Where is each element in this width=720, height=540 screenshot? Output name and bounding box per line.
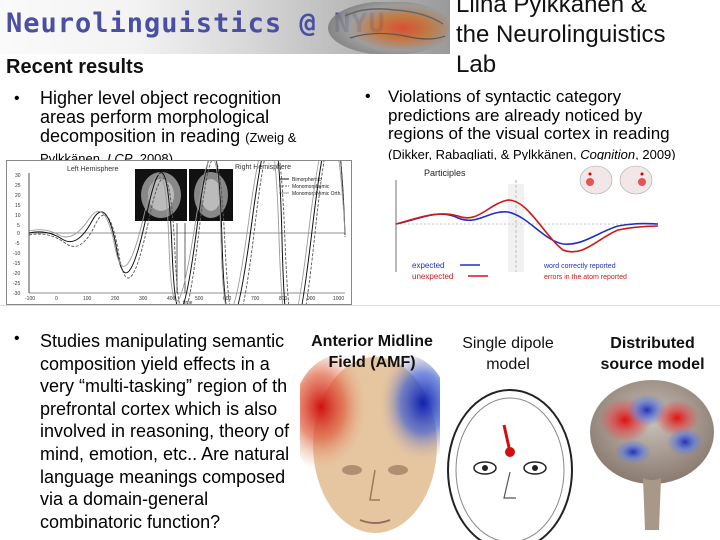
citation-journal: Cognition: [580, 146, 636, 162]
y-tick: 15: [15, 203, 21, 209]
x-tick: 400: [167, 296, 176, 302]
y-tick: 30: [15, 173, 21, 179]
bullet-1-line: decomposition in reading: [40, 126, 246, 146]
y-tick: -5: [15, 241, 20, 247]
distributed-label-line: Distributed: [610, 335, 695, 352]
x-tick: 700: [251, 296, 260, 302]
legend-unexpected: unexpected: [412, 272, 453, 281]
x-tick: 200: [111, 296, 120, 302]
head-topomap-icon: [579, 165, 613, 195]
amf-label-line: Anterior Midline: [311, 333, 433, 350]
legend-expected: expected: [412, 261, 444, 270]
y-tick: 20: [15, 193, 21, 199]
eye: [523, 461, 547, 475]
bullet-3-line: mind, emotion, etc.. Are natural: [40, 443, 290, 464]
bullet-1-line: areas perform morphological: [40, 107, 270, 127]
legend-note: word correctly reported: [543, 263, 616, 270]
citation: (Zweig &: [245, 130, 297, 145]
amf-label-line: Field (AMF): [328, 354, 416, 371]
title-line-3: Lab: [456, 51, 497, 78]
x-tick: 1000: [333, 296, 344, 302]
y-tick-labels: 30 25 20 15 10 5 0 -5 -10 -15 -20 -25 -3…: [13, 173, 21, 297]
brainstem: [643, 478, 661, 530]
bullet-marker: •: [14, 90, 20, 107]
y-tick: 0: [17, 231, 20, 237]
legend-item: Bimorphemic: [292, 177, 322, 183]
dipole-head-diagram: [447, 389, 573, 540]
distributed-label-line: source model: [600, 356, 705, 373]
bullet-3-line: Studies manipulating semantic: [40, 331, 285, 351]
y-tick: 25: [15, 183, 21, 189]
bullet-3-line: via a domain-general: [40, 489, 209, 510]
waveform-monomorphemic: [28, 161, 346, 304]
banner-title: Neurolinguistics @ NYU: [6, 8, 386, 39]
dipole-label-line: Single dipole: [462, 335, 554, 352]
bullet-3-line: combinatoric function?: [40, 511, 221, 532]
legend-note: errors in the atom reported: [544, 274, 627, 281]
x-tick: 300: [139, 296, 148, 302]
amf-head-image: [300, 355, 440, 533]
y-tick: 10: [15, 213, 21, 219]
left-hemisphere-label: Left Hemisphere: [67, 166, 118, 173]
dipole-source: [505, 447, 515, 457]
distributed-source-brain: [590, 380, 714, 530]
unexpected-curve: [395, 199, 659, 253]
x-tick: 800: [279, 296, 288, 302]
erp-figure-right: Participles expected unexpected word cor…: [368, 160, 713, 295]
brain-banner-image: [328, 2, 450, 54]
bullet-1-text: Higher level object recognition areas pe…: [40, 89, 360, 168]
bullet-marker: •: [14, 330, 20, 347]
citation: (Dikker, Rabagliati, & Pylkkänen,: [388, 146, 581, 162]
participles-title: Participles: [424, 168, 466, 178]
title-line-2: the Neurolinguistics: [456, 21, 666, 48]
x-tick: 100: [83, 296, 92, 302]
bullet-3-line: prefrontal cortex which is also: [40, 398, 278, 419]
x-tick: 0: [55, 296, 58, 302]
x-tick: 600: [223, 296, 232, 302]
page-title: Liina Pylkkänen & the Neurolinguistics L…: [456, 0, 665, 80]
distributed-label: Distributed source model: [590, 333, 715, 375]
title-line-1: Liina Pylkkänen &: [456, 0, 647, 18]
bullet-2-text: Violations of syntactic category predict…: [388, 87, 718, 164]
citation: , 2009): [635, 146, 676, 162]
x-tick: 900: [307, 296, 316, 302]
x-tick: 500: [195, 296, 204, 302]
bullet-marker: •: [365, 88, 371, 105]
x-tick-labels: -100 0 100 200 300 400 500 600 700 800 9…: [25, 296, 344, 302]
amf-label: Anterior Midline Field (AMF): [306, 331, 438, 373]
bullet-3-line: composition yield effects in a: [40, 353, 270, 374]
waveform-bimorphemic: [28, 161, 346, 304]
y-tick: -20: [13, 271, 20, 277]
legend-item: Monomorphemic: [292, 184, 330, 190]
bullet-3-line: involved in reasoning, theory of: [40, 421, 290, 442]
dipole-label: Single dipole model: [448, 333, 568, 375]
waveform-monomorphemic-orth: [28, 161, 346, 304]
y-tick: -25: [13, 281, 20, 287]
head-topomap-icon: [619, 165, 653, 195]
bullet-3-line: very “multi-tasking” region of th: [40, 376, 288, 397]
y-tick: -10: [13, 251, 20, 257]
dipole-label-line: model: [486, 356, 530, 373]
x-tick: -100: [25, 296, 35, 302]
bullet-2-line: regions of the visual cortex in reading: [388, 124, 670, 143]
section-title: Recent results: [6, 56, 144, 78]
bullet-1-line: Higher level object recognition: [40, 88, 282, 108]
eye: [473, 461, 497, 475]
bullet-3-text: Studies manipulating semantic compositio…: [40, 330, 320, 533]
y-tick: -30: [13, 291, 20, 297]
bullet-3-line: language meanings composed: [40, 466, 286, 487]
plot-legend: expected unexpected word correctly repor…: [412, 261, 627, 281]
bullet-2-line: predictions are already noticed by: [388, 105, 643, 125]
highlight-window: [508, 184, 524, 272]
header-banner: Neurolinguistics @ NYU: [0, 0, 450, 54]
expected-curve: [395, 211, 659, 245]
divider: [0, 305, 720, 306]
y-tick: -15: [13, 261, 20, 267]
bullet-2-line: Violations of syntactic category: [388, 87, 622, 106]
y-tick: 5: [17, 223, 20, 229]
erp-figure-left: Left Hemisphere Right Hemisphere Bimorph…: [6, 160, 352, 305]
x-axis-label: time: [183, 300, 193, 305]
